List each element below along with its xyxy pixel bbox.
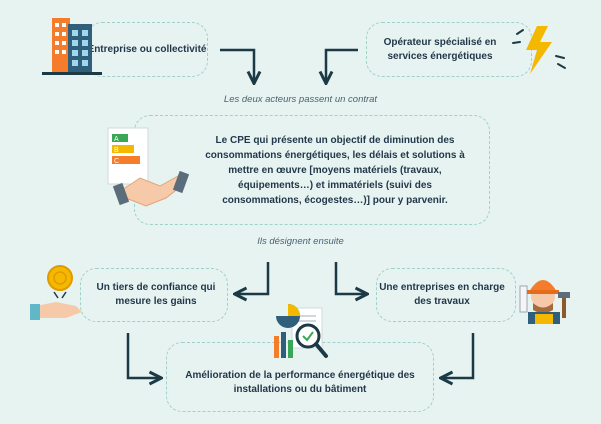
designation-caption: Ils désignent ensuite — [257, 236, 344, 247]
arrow-client-to-contract — [220, 48, 254, 82]
third-party-box: Un tiers de confiance qui mesure les gai… — [80, 268, 228, 322]
arrow-operator-to-contract — [326, 48, 358, 82]
arrow-third-party-to-result — [126, 333, 160, 378]
contractor-label: Une entreprises en charge des travaux — [379, 282, 505, 307]
arrow-contractor-to-result — [442, 333, 475, 378]
cpe-description-box: Le CPE qui présente un objectif de dimin… — [134, 115, 490, 225]
arrow-to-contractor — [334, 262, 366, 294]
result-box: Amélioration de la performance énergétiq… — [166, 342, 434, 412]
client-box: Entreprise ou collectivité — [86, 22, 208, 77]
operator-box: Opérateur spécialisé en services énergét… — [366, 22, 532, 77]
operator-label: Opérateur spécialisé en services énergét… — [383, 36, 497, 62]
contractor-box: Une entreprises en charge des travaux — [376, 268, 516, 322]
contract-caption: Les deux acteurs passent un contrat — [223, 94, 378, 105]
cpe-description: Le CPE qui présente un objectif de dimin… — [205, 134, 465, 206]
client-label: Entreprise ou collectivité — [87, 43, 207, 55]
result-label: Amélioration de la performance énergétiq… — [185, 370, 415, 395]
third-party-label: Un tiers de confiance qui mesure les gai… — [96, 282, 216, 307]
arrow-to-third-party — [236, 262, 270, 294]
